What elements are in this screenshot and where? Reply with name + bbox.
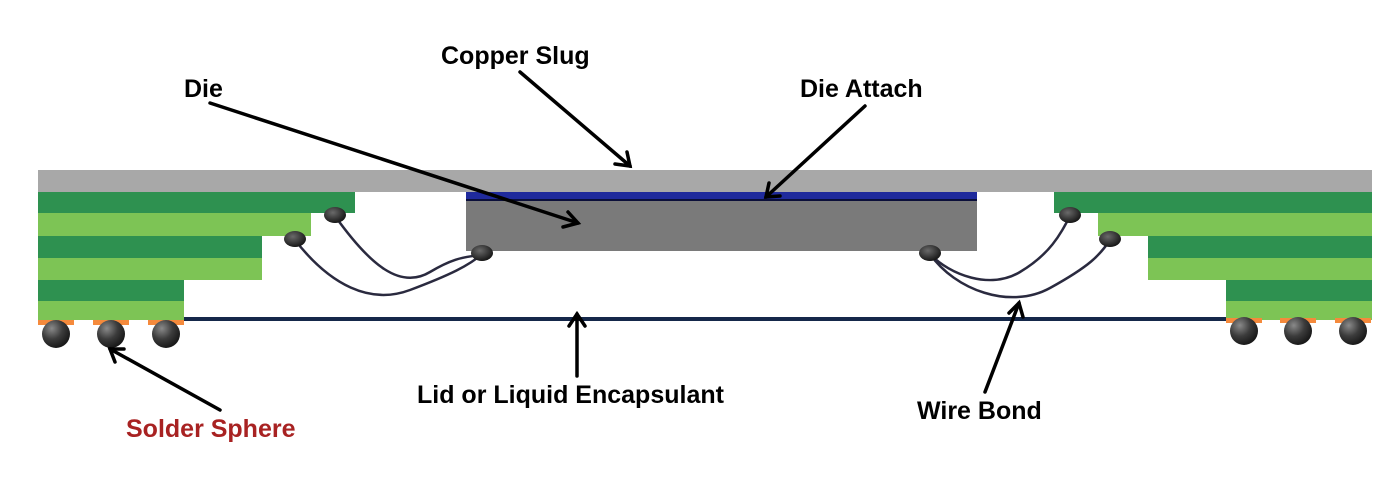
- label-solder-sphere: Solder Sphere: [126, 415, 296, 443]
- solder-sphere: [97, 320, 125, 348]
- label-die-attach: Die Attach: [800, 75, 923, 103]
- arrow-wire-bond: [985, 303, 1023, 392]
- left-substrate-layer: [38, 192, 355, 213]
- solder-sphere: [1284, 317, 1312, 345]
- right-substrate-layer: [1148, 236, 1372, 258]
- bond-ball: [1059, 207, 1081, 223]
- right-substrate-layer: [1148, 258, 1372, 280]
- arrow-solder-sphere: [110, 349, 220, 410]
- bond-ball: [1099, 231, 1121, 247]
- bond-ball: [919, 245, 941, 261]
- left-substrate-layer: [38, 213, 311, 236]
- label-lid-encapsulant: Lid or Liquid Encapsulant: [417, 381, 725, 409]
- solder-sphere: [1339, 317, 1367, 345]
- left-substrate-layer: [38, 258, 262, 280]
- arrow-lid-encapsulant: [569, 314, 585, 376]
- bond-ball: [471, 245, 493, 261]
- left-substrate-layer: [38, 301, 184, 320]
- solder-sphere: [1230, 317, 1258, 345]
- die: [466, 201, 977, 251]
- arrow-copper-slug: [520, 72, 630, 166]
- lid-encapsulant-line: [184, 317, 1226, 321]
- left-substrate-layer: [38, 280, 184, 301]
- left-wire-bonds: [295, 216, 482, 295]
- left-substrate-layer: [38, 236, 262, 258]
- label-copper-slug: Copper Slug: [441, 42, 590, 70]
- solder-sphere: [42, 320, 70, 348]
- wire-bond: [295, 240, 482, 295]
- right-substrate-layer: [1226, 280, 1372, 301]
- die-attach-layer: [466, 192, 977, 200]
- label-wire-bond: Wire Bond: [917, 397, 1042, 425]
- solder-spheres: [42, 317, 1367, 348]
- bond-ball: [324, 207, 346, 223]
- die-attach-edge: [466, 199, 977, 201]
- bond-ball: [284, 231, 306, 247]
- right-substrate-stack: [1054, 192, 1372, 320]
- solder-sphere: [152, 320, 180, 348]
- copper-slug: [38, 170, 1372, 192]
- right-substrate-layer: [1054, 192, 1372, 213]
- right-substrate-layer: [1098, 213, 1372, 236]
- label-die: Die: [184, 75, 223, 103]
